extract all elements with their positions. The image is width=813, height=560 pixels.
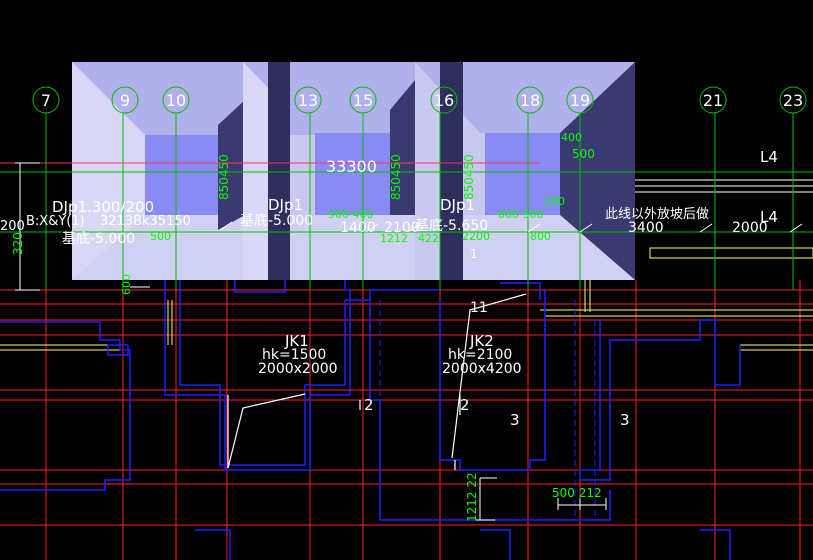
pile-cap-shapes (227, 293, 527, 470)
dim-2200: 2200 (462, 230, 490, 243)
axis-bubble-15: 15 (349, 86, 377, 114)
dim-200-left: 200 (0, 219, 25, 234)
axis-bubble-18: 18 (516, 86, 544, 114)
small-1: 1 (470, 247, 478, 261)
tag-3b: 3 (620, 411, 630, 429)
depth-left: 850450 (217, 154, 231, 200)
jk2-size: 2000x4200 (442, 361, 522, 377)
axis-label-18: 18 (520, 91, 540, 110)
axis-bubble-10: 10 (162, 86, 190, 114)
tag-3a: 3 (510, 411, 520, 429)
pit2-base: 基底-5.000 (240, 212, 313, 229)
dim-2100: 2100 (384, 220, 420, 236)
dim-ticks (219, 221, 803, 521)
l4-top-label: L4 (760, 148, 778, 166)
dim-1212: 1212 (380, 232, 408, 245)
dim-200-mid: 200 (544, 195, 565, 208)
dim-1400: 1400 (340, 220, 376, 236)
axis-label-10: 10 (166, 91, 186, 110)
dim-900-400: 900 400 (328, 208, 374, 221)
dim-3400: 3400 (628, 220, 664, 236)
dashed-outlines (379, 300, 596, 520)
jk2-hk: hk=2100 (448, 347, 512, 363)
dim-800: 800 (530, 230, 551, 243)
tag-2a: 2 (364, 396, 374, 414)
pit1-base: 基底-5.000 (62, 230, 135, 247)
axis-bubbles: 7 9 10 13 15 16 18 19 21 23 (32, 86, 807, 114)
excavation-pit-2 (243, 62, 464, 280)
jk2-name: JK2 (469, 332, 494, 350)
total-dimension: 33300 (326, 157, 377, 176)
pit1-dim: 3213Bk35150 (100, 214, 191, 229)
pit-lines (0, 162, 813, 291)
axis-label-7: 7 (41, 91, 51, 110)
dim-2000: 2000 (732, 220, 768, 236)
axis-bubble-7: 7 (32, 86, 60, 114)
dim-1212-22: 1212 22 (465, 472, 479, 522)
pit1-name: DJp1.300/200 (52, 198, 154, 216)
axis-bubble-21: 21 (699, 86, 727, 114)
tag-2b: 2 (460, 396, 470, 414)
axis-label-15: 15 (353, 91, 373, 110)
axis-lines (45, 113, 794, 290)
axis-label-23: 23 (783, 91, 803, 110)
jk1-name: JK1 (284, 332, 309, 350)
outside-slope-note: 此线以外放坡后做 (605, 207, 709, 222)
pit1-axis: B:X&Y(1) (26, 214, 85, 229)
dim-422: 422 (418, 232, 439, 245)
depth-mid: 850450 (389, 154, 403, 200)
axis-label-19: 19 (570, 91, 590, 110)
axis-bubble-9: 9 (111, 86, 139, 114)
dim-400: 400 (561, 131, 582, 144)
axis-label-13: 13 (298, 91, 318, 110)
text-labels: DJp1.300/200 B:X&Y(1) 3213Bk35150 基底-5.0… (0, 148, 778, 429)
axis-label-16: 16 (434, 91, 454, 110)
axis-label-9: 9 (120, 91, 130, 110)
pit3-name: DJp1 (440, 196, 475, 214)
pit2-name: DJp1 (268, 196, 303, 214)
pit3-base: 基底-5.650 (415, 217, 488, 234)
dim-500: 500 (572, 147, 595, 161)
l4-mid-label: L4 (760, 208, 778, 226)
axis-bubble-23: 23 (779, 86, 807, 114)
dim-600-500: 600 500 (498, 208, 544, 221)
red-grid (0, 280, 813, 560)
dim-600-small: 600 (120, 274, 133, 295)
tag-11: 11 (470, 300, 488, 316)
dim-320: 320 (11, 232, 25, 255)
jk1-size: 2000x2000 (258, 361, 338, 377)
dim-500-small: 500 (150, 230, 171, 243)
jk1-hk: hk=1500 (262, 347, 326, 363)
axis-label-21: 21 (703, 91, 723, 110)
axis-bubble-16: 16 (430, 86, 458, 114)
yellow-beams (0, 247, 813, 351)
axis-bubble-13: 13 (294, 86, 322, 114)
depth-right: 850450 (462, 154, 476, 200)
dim-500-212: 500 212 (552, 486, 602, 500)
axis-bubble-19: 19 (566, 86, 594, 114)
excavation-pit-1 (72, 62, 292, 280)
green-dim-labels: 320 850450 850450 850450 900 400 1212 42… (11, 131, 602, 522)
